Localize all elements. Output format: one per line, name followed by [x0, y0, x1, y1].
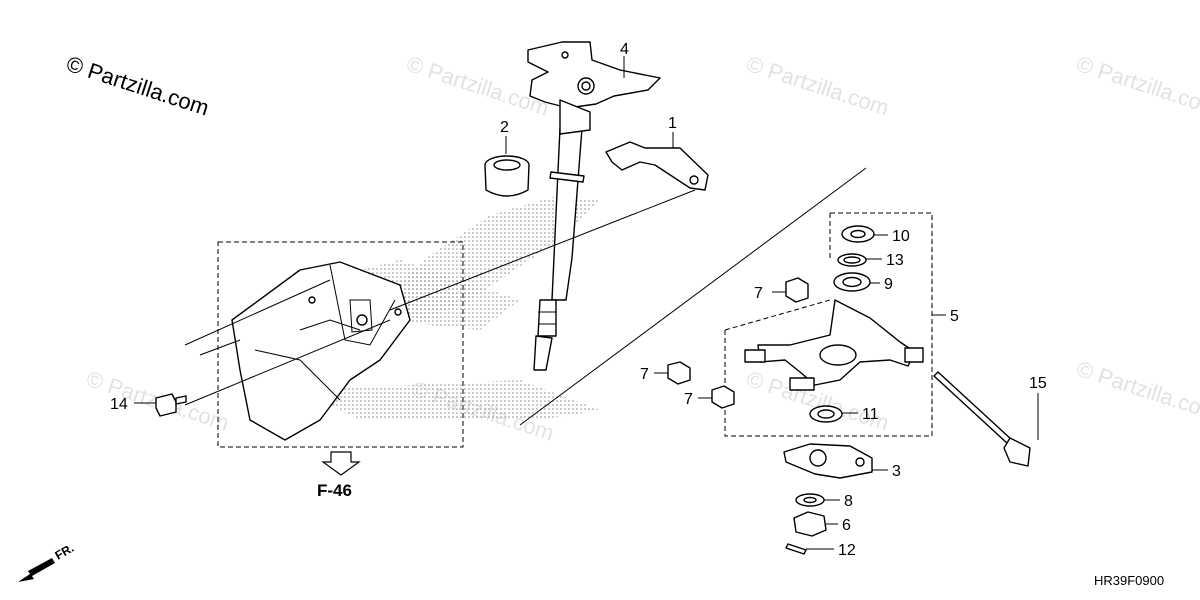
callout-7-lower: 7 [684, 391, 693, 408]
long-bolt [933, 371, 1031, 467]
assembly-lines [184, 167, 867, 426]
callout-3: 3 [892, 463, 901, 480]
diagram-code: HR39F0900 [1094, 573, 1164, 588]
callout-7-middle: 7 [640, 366, 649, 383]
front-label: FR. [53, 541, 77, 563]
frame-dashed-box [217, 241, 464, 448]
hardware-stack [785, 493, 827, 555]
lower-arm-assembly [724, 212, 933, 437]
callout-1: 1 [668, 115, 677, 132]
callout-13: 13 [886, 252, 904, 269]
callout-14: 14 [110, 396, 128, 413]
callout-12: 12 [838, 542, 856, 559]
callout-7-upper: 7 [754, 285, 763, 302]
reference-label[interactable]: F-46 [317, 481, 352, 500]
flange-bolt [155, 393, 187, 417]
watermark-text: © Partzilla.com [743, 51, 892, 121]
watermark-text: © Partzilla.com [1073, 51, 1200, 121]
flange-nuts [667, 277, 809, 409]
frame-section [184, 241, 464, 448]
front-direction-indicator: FR. [18, 541, 76, 582]
callout-10: 10 [892, 228, 910, 245]
watermark-text: © Partzilla.com [1073, 356, 1200, 426]
callout-4: 4 [620, 41, 629, 58]
reference-arrow[interactable]: F-46 [317, 451, 361, 500]
down-arrow-icon [321, 451, 361, 476]
watermark-main: © Partzilla.com [63, 51, 212, 121]
bearings [809, 225, 875, 423]
front-arrow-icon [18, 558, 55, 582]
callout-9: 9 [884, 276, 893, 293]
upper-bracket [527, 41, 661, 135]
callout-labels: 4 2 1 10 13 9 5 7 7 7 11 3 8 6 12 15 14 [110, 41, 1047, 559]
shaft-clamp [605, 141, 709, 191]
knuckle-plate [783, 443, 873, 479]
callout-leaders [134, 56, 1039, 550]
callout-6: 6 [842, 517, 851, 534]
callout-11: 11 [862, 406, 879, 423]
callout-15: 15 [1029, 375, 1047, 392]
callout-2: 2 [500, 119, 509, 136]
callout-8: 8 [844, 493, 853, 510]
callout-5: 5 [950, 308, 959, 325]
dust-seal [484, 155, 530, 197]
